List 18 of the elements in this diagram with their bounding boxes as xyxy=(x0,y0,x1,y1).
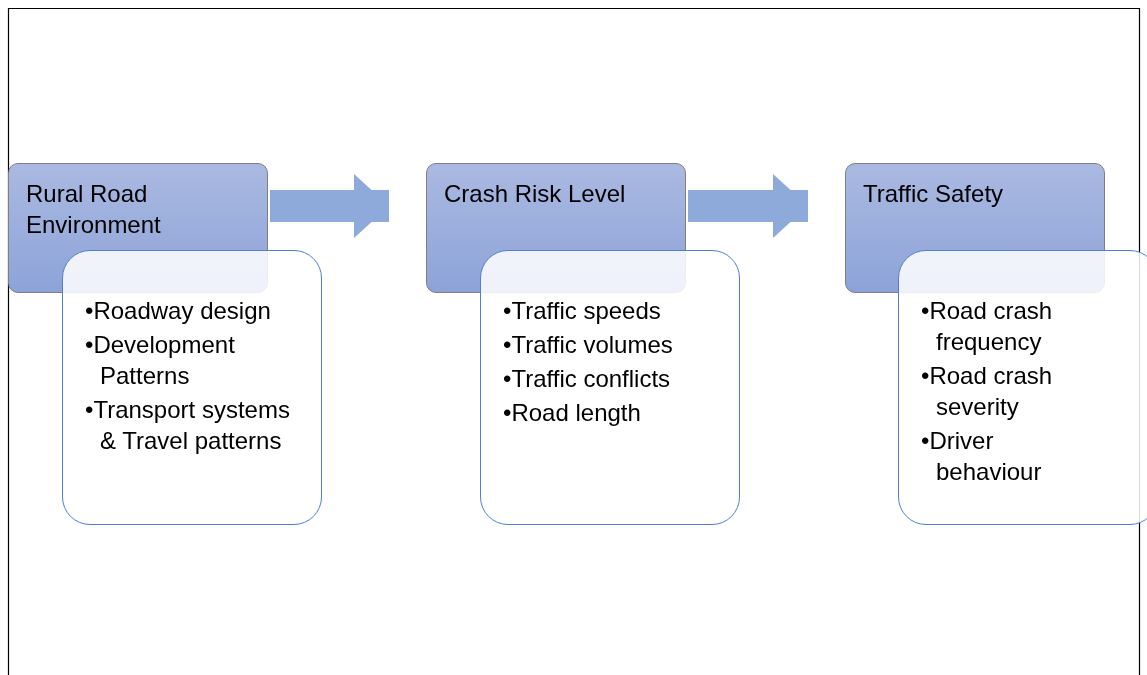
detail-list-box xyxy=(480,250,740,525)
stage-title: Crash Risk Level xyxy=(444,179,627,209)
list-item: •Driver behaviour xyxy=(921,426,1043,487)
list-item: •Transport systems & Travel patterns xyxy=(85,395,291,456)
list-item: •Traffic conflicts xyxy=(503,364,672,394)
list-item: •Traffic volumes xyxy=(503,330,674,360)
list-item: •Traffic speeds xyxy=(503,296,662,326)
detail-list-box xyxy=(62,250,322,525)
block-arrow xyxy=(270,174,389,238)
detail-list-box xyxy=(898,250,1147,525)
stage-title: Traffic Safety xyxy=(863,179,1005,209)
list-item: •Road crash severity xyxy=(921,361,1054,422)
block-arrow xyxy=(688,174,808,238)
list-item: •Road length xyxy=(503,398,642,428)
list-item: •Road crash frequency xyxy=(921,296,1054,357)
list-item: •Development Patterns xyxy=(85,330,236,391)
list-item: •Roadway design xyxy=(85,296,272,326)
stage-title: Rural Road Environment xyxy=(26,179,162,240)
